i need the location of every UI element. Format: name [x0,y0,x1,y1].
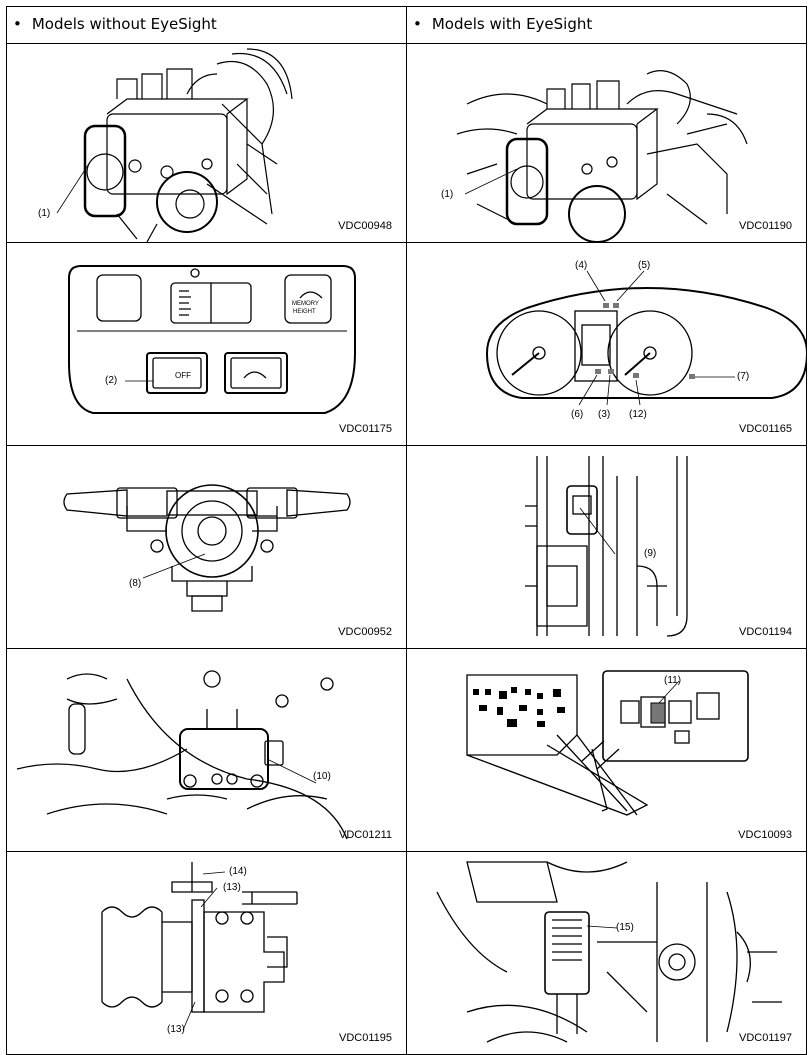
callout-5: (5) [638,260,651,271]
callout-13-bottom: (13) [167,1024,185,1035]
hydraulic-unit-illustration [456,70,748,242]
figure-code: VDC01165 [739,423,792,435]
wheel-hub-sensor-illustration [101,862,298,1031]
callout-8: (8) [129,578,142,589]
callout-11: (11) [664,675,682,686]
figure-cell-2: (1) VDC01190 [406,43,807,243]
figure-cell-3: OFF MEMORY HEIGHT (2) VDC01175 [6,242,407,446]
figure-code: VDC01211 [339,829,392,841]
header-right-label: Models with EyeSight [431,15,593,33]
figure-code: VDC01195 [339,1032,392,1044]
steering-angle-sensor-illustration [63,484,351,612]
figure-code: VDC00948 [338,220,392,232]
header-right: • Models with EyeSight [413,15,592,33]
figure-cell-5: (8) VDC00952 [6,445,407,649]
combination-meter-illustration [485,270,806,406]
height-text: HEIGHT [293,309,316,315]
figure-code: VDC01197 [739,1032,792,1044]
figure-cell-7: (10) VDC01211 [6,648,407,852]
callout-15: (15) [616,922,634,933]
figure-code: VDC10093 [738,829,792,841]
figure-table: • Models without EyeSight • Models with Ey… [6,6,807,1055]
header-right-cell: • Models with EyeSight [406,6,807,44]
callout-12: (12) [629,409,647,420]
bullet-icon: • [13,15,22,33]
memory-text: MEMORY [292,301,319,307]
underdash-connector-illustration [436,861,782,1043]
diagram-sheet: • Models without EyeSight • Models with Ey… [6,6,807,1055]
callout-2: (2) [105,375,118,386]
header-left-label: Models without EyeSight [31,15,217,33]
figure-code: VDC00952 [338,626,392,638]
callout-10: (10) [313,771,331,782]
callout-3: (3) [598,409,611,420]
bullet-icon: • [413,15,422,33]
figure-cell-1: (1) VDC00948 [6,43,407,243]
column-sensor-illustration [525,456,688,637]
callout-7: (7) [737,371,750,382]
callout-1: (1) [441,189,454,200]
figure-code: VDC01190 [739,220,792,232]
off-text: OFF [175,371,191,380]
switch-panel-illustration: OFF MEMORY HEIGHT [68,265,356,414]
figure-cell-9: (14) (13) (13) VDC01195 [6,851,407,1055]
header-left-cell: • Models without EyeSight [6,6,407,44]
fuse-box-illustration [466,670,749,816]
callout-1: (1) [38,208,51,219]
callout-4: (4) [575,260,588,271]
callout-14: (14) [229,866,247,877]
figure-cell-10: (15) VDC01197 [406,851,807,1055]
figure-cell-8: (11) VDC10093 [406,648,807,852]
figure-cell-4: (4) (5) (6) (3) (12) (7) VDC01165 [406,242,807,446]
figure-code: VDC01194 [739,626,792,638]
hydraulic-unit-illustration [56,48,293,242]
figure-code: VDC01175 [339,423,392,435]
callout-6: (6) [571,409,584,420]
callout-13-top: (13) [223,882,241,893]
yaw-rate-sensor-illustration [16,670,348,840]
callout-9: (9) [644,548,657,559]
figure-cell-6: (9) VDC01194 [406,445,807,649]
header-left: • Models without EyeSight [13,15,217,33]
